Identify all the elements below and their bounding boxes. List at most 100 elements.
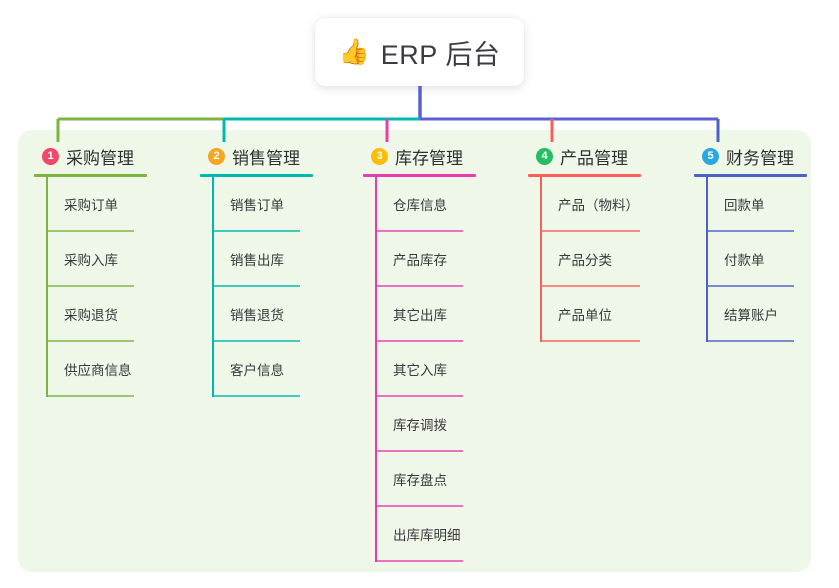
leaf-label: 产品分类 [558, 253, 612, 268]
leaf-item[interactable]: 供应商信息 [46, 342, 147, 397]
leaf-underline [375, 395, 463, 397]
leaf-underline [46, 230, 134, 232]
leaf-underline [212, 230, 300, 232]
leaf-label: 销售出库 [230, 253, 284, 268]
leaf-item[interactable]: 回款单 [706, 177, 807, 232]
leaf-item[interactable]: 库存调拨 [375, 397, 476, 452]
leaf-item[interactable]: 其它出库 [375, 287, 476, 342]
branch-items-1: 采购订单采购入库采购退货供应商信息 [34, 177, 147, 397]
branch-spine-4 [540, 177, 542, 342]
leaf-label: 结算账户 [724, 308, 778, 323]
leaf-underline [540, 340, 640, 342]
leaf-item[interactable]: 销售出库 [212, 232, 313, 287]
leaf-underline [375, 450, 463, 452]
leaf-underline [46, 285, 134, 287]
branch-items-5: 回款单付款单结算账户 [694, 177, 807, 342]
leaf-label: 产品单位 [558, 308, 612, 323]
leaf-item[interactable]: 采购订单 [46, 177, 147, 232]
leaf-item[interactable]: 库存盘点 [375, 452, 476, 507]
leaf-label: 销售退货 [230, 308, 284, 323]
root-node[interactable]: 👍 ERP 后台 [315, 18, 524, 86]
branch-underline-3 [363, 174, 476, 177]
leaf-item[interactable]: 出库库明细 [375, 507, 476, 562]
leaf-underline [540, 230, 640, 232]
leaf-underline [212, 395, 300, 397]
branch-column-1: 1 采购管理采购订单采购入库采购退货供应商信息 [34, 143, 147, 397]
leaf-item[interactable]: 采购退货 [46, 287, 147, 342]
branch-badge-1: 1 [42, 147, 59, 165]
leaf-item[interactable]: 结算账户 [706, 287, 807, 342]
leaf-item[interactable]: 产品库存 [375, 232, 476, 287]
branch-title-4: 产品管理 [560, 148, 628, 168]
branch-items-2: 销售订单销售出库销售退货客户信息 [200, 177, 313, 397]
leaf-label: 仓库信息 [393, 198, 447, 213]
leaf-item[interactable]: 客户信息 [212, 342, 313, 397]
leaf-item[interactable]: 产品单位 [540, 287, 641, 342]
leaf-label: 产品（物料） [558, 198, 639, 213]
branch-badge-2: 2 [208, 147, 225, 165]
leaf-item[interactable]: 付款单 [706, 232, 807, 287]
leaf-label: 付款单 [724, 253, 765, 268]
branch-items-3: 仓库信息产品库存其它出库其它入库库存调拨库存盘点出库库明细 [363, 177, 476, 562]
branch-title-2: 销售管理 [232, 148, 300, 168]
branch-header-1[interactable]: 1 采购管理 [34, 143, 147, 169]
branch-title-1: 采购管理 [66, 148, 134, 168]
leaf-item[interactable]: 产品（物料） [540, 177, 641, 232]
leaf-underline [706, 285, 794, 287]
leaf-item[interactable]: 其它入库 [375, 342, 476, 397]
leaf-label: 采购订单 [64, 198, 118, 213]
leaf-label: 客户信息 [230, 363, 284, 378]
branch-spine-5 [706, 177, 708, 342]
leaf-underline [212, 285, 300, 287]
leaf-label: 销售订单 [230, 198, 284, 213]
branch-header-5[interactable]: 5 财务管理 [694, 143, 807, 169]
leaf-label: 采购退货 [64, 308, 118, 323]
branch-column-2: 2 销售管理销售订单销售出库销售退货客户信息 [200, 143, 313, 397]
branch-spine-3 [375, 177, 377, 562]
branch-underline-4 [528, 174, 641, 177]
branch-header-3[interactable]: 3 库存管理 [363, 143, 476, 169]
leaf-underline [540, 285, 640, 287]
leaf-label: 出库库明细 [393, 528, 461, 543]
leaf-label: 库存调拨 [393, 418, 447, 433]
branch-badge-5: 5 [702, 147, 719, 165]
leaf-item[interactable]: 销售退货 [212, 287, 313, 342]
leaf-underline [375, 560, 463, 562]
branch-underline-1 [34, 174, 147, 177]
leaf-underline [706, 340, 794, 342]
leaf-item[interactable]: 采购入库 [46, 232, 147, 287]
leaf-underline [46, 340, 134, 342]
branch-spine-2 [212, 177, 214, 397]
branch-underline-2 [200, 174, 313, 177]
branch-underline-5 [694, 174, 807, 177]
branch-title-5: 财务管理 [726, 148, 794, 168]
leaf-item[interactable]: 销售订单 [212, 177, 313, 232]
leaf-underline [375, 230, 463, 232]
branch-title-3: 库存管理 [395, 148, 463, 168]
branches-panel [18, 130, 811, 572]
branch-column-3: 3 库存管理仓库信息产品库存其它出库其它入库库存调拨库存盘点出库库明细 [363, 143, 476, 562]
thumbs-up-icon: 👍 [338, 37, 370, 66]
leaf-label: 库存盘点 [393, 473, 447, 488]
leaf-item[interactable]: 产品分类 [540, 232, 641, 287]
leaf-item[interactable]: 仓库信息 [375, 177, 476, 232]
leaf-underline [375, 340, 463, 342]
leaf-underline [706, 230, 794, 232]
leaf-label: 回款单 [724, 198, 765, 213]
branch-badge-3: 3 [371, 147, 388, 165]
branch-column-5: 5 财务管理回款单付款单结算账户 [694, 143, 807, 342]
leaf-underline [375, 505, 463, 507]
leaf-label: 其它出库 [393, 308, 447, 323]
leaf-label: 供应商信息 [64, 363, 132, 378]
branch-header-2[interactable]: 2 销售管理 [200, 143, 313, 169]
branch-spine-1 [46, 177, 48, 397]
leaf-label: 采购入库 [64, 253, 118, 268]
leaf-underline [212, 340, 300, 342]
root-title: ERP 后台 [380, 39, 501, 70]
leaf-underline [375, 285, 463, 287]
leaf-label: 产品库存 [393, 253, 447, 268]
leaf-underline [46, 395, 134, 397]
